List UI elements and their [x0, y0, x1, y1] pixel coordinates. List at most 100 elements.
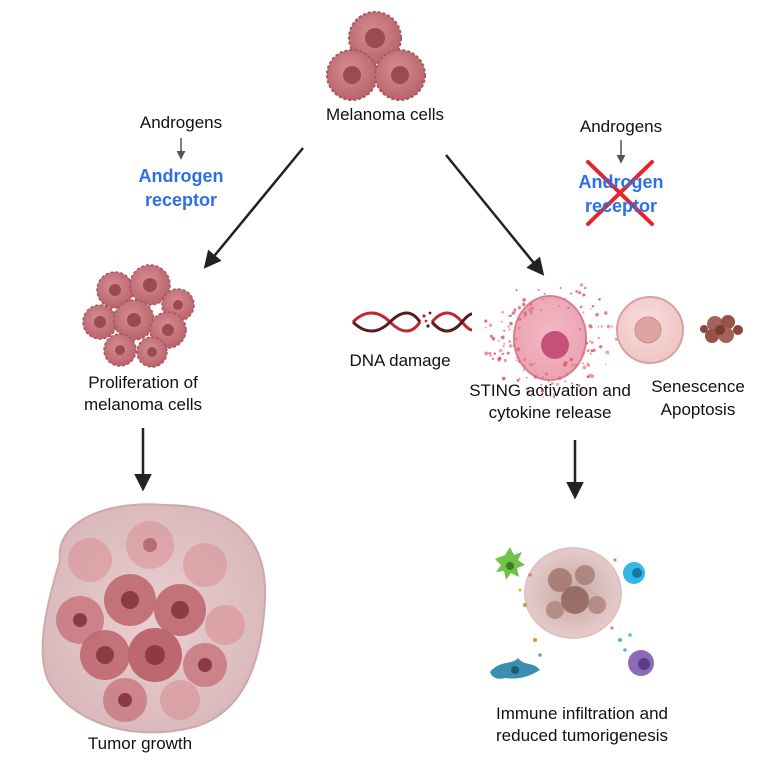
cytokine-dot — [582, 351, 585, 354]
cytokine-dot — [574, 363, 578, 367]
red-x-icon — [586, 160, 654, 226]
cytokine-dot — [502, 344, 505, 348]
left-receptor-line-2: receptor — [144, 190, 218, 210]
cytokine-dot — [578, 291, 582, 295]
cytokine-dot — [591, 304, 595, 308]
cytokine-dot — [583, 286, 587, 290]
cytokine-dot — [512, 344, 516, 348]
cytokine-dot — [517, 305, 522, 310]
cytokine-dot — [595, 312, 599, 317]
cytokine-dot — [518, 327, 521, 330]
cytokine-dot — [509, 314, 513, 317]
immune-line-2: reduced tumorigenesis — [496, 726, 668, 745]
cytokine-dot — [508, 315, 511, 318]
cytokine-dot — [553, 393, 556, 397]
right-receptor-line-1: Androgen — [578, 172, 664, 192]
cytokine-dot — [484, 319, 488, 323]
sting-activation-label: STING activation and cytokine release — [455, 380, 645, 424]
cytokine-dot — [502, 352, 505, 355]
cytokine-dot — [558, 376, 562, 380]
cytokine-dot — [523, 365, 526, 368]
cytokine-dot — [588, 324, 593, 328]
cytokine-dot — [529, 310, 533, 314]
cytokine-dot — [600, 325, 603, 328]
cytokine-dot — [515, 289, 518, 292]
cytokine-dot — [582, 293, 586, 297]
cytokine-dot — [507, 325, 510, 328]
cytokine-dot — [501, 353, 503, 356]
cytokine-dot — [508, 328, 511, 331]
sting-line-2: cytokine release — [488, 403, 612, 422]
cytokine-dot — [577, 384, 581, 387]
cytokine-dot — [569, 292, 573, 296]
cytokine-dot — [611, 325, 614, 328]
cytokine-dot — [489, 354, 493, 357]
cytokine-dot — [567, 306, 570, 310]
cytokine-dot — [606, 324, 611, 329]
cytokine-dot — [493, 352, 497, 355]
immune-infiltration-label: Immune infiltration and reduced tumorige… — [472, 703, 692, 747]
cytokine-dot — [571, 382, 574, 385]
cytokine-dot — [525, 387, 529, 391]
cytokine-dot — [518, 360, 521, 363]
cytokine-dot — [580, 353, 583, 356]
right-androgens-label: Androgens — [579, 117, 663, 136]
melanoma-cells-label: Melanoma cells — [325, 105, 445, 124]
cytokine-dot — [547, 380, 550, 383]
cytokine-dot — [586, 375, 590, 379]
cytokine-dot — [506, 351, 510, 355]
cytokine-dot — [526, 390, 530, 394]
cytokine-dot — [533, 362, 536, 365]
cytokine-dot — [571, 364, 574, 367]
cytokine-dot — [522, 302, 526, 307]
cytokine-dot — [509, 321, 513, 326]
cytokine-dot — [518, 317, 522, 321]
cytokine-dot — [488, 323, 493, 328]
cytokine-dot — [518, 377, 521, 380]
cytokine-dot — [541, 376, 544, 379]
cytokine-dot — [511, 311, 516, 315]
cytokine-dot — [564, 297, 566, 300]
cytokine-dot — [537, 288, 540, 292]
cytokine-dot — [516, 356, 519, 360]
cytokine-dot — [589, 352, 592, 355]
tumor-growth-label: Tumor growth — [87, 734, 193, 753]
cytokine-dot — [503, 342, 505, 345]
cytokine-dot — [525, 376, 528, 379]
immune-line-1: Immune infiltration and — [496, 704, 668, 723]
cytokine-dot — [555, 382, 560, 386]
proliferation-line-1: Proliferation of — [88, 373, 198, 392]
cytokine-dot — [575, 289, 579, 293]
cytokine-dot — [528, 302, 533, 306]
cytokine-dot — [589, 308, 592, 310]
cytokine-dot — [501, 310, 505, 314]
sting-activated-cell-icon — [484, 283, 618, 399]
cytokine-dot — [523, 311, 528, 316]
senescent-cell-icon — [616, 296, 684, 364]
cytokine-dot — [550, 381, 554, 385]
cytokine-dot — [531, 313, 533, 316]
cytokine-dot — [533, 375, 538, 379]
cytokine-dot — [590, 341, 594, 345]
cytokine-dot — [516, 347, 521, 352]
cytokine-dot — [489, 334, 493, 338]
left-receptor-line-1: Androgen — [138, 166, 224, 186]
tumor-mass-icon — [41, 503, 267, 734]
senescence-label: Senescence — [651, 377, 745, 396]
cytokine-dot — [530, 395, 533, 398]
cytokine-dot — [586, 349, 590, 353]
cytokine-dot — [528, 308, 532, 312]
cytokine-dot — [542, 396, 544, 398]
cytokine-dot — [500, 320, 503, 323]
cytokine-dot — [515, 337, 518, 341]
cytokine-dot — [508, 340, 511, 343]
right-receptor-line-2: receptor — [584, 196, 658, 216]
cytokine-dot — [542, 298, 545, 301]
cytokine-dot — [605, 350, 610, 355]
cytokine-dot — [582, 365, 587, 370]
cytokine-dot — [500, 335, 505, 340]
cytokine-dot — [540, 309, 542, 312]
dna-damage-label: DNA damage — [349, 351, 451, 370]
